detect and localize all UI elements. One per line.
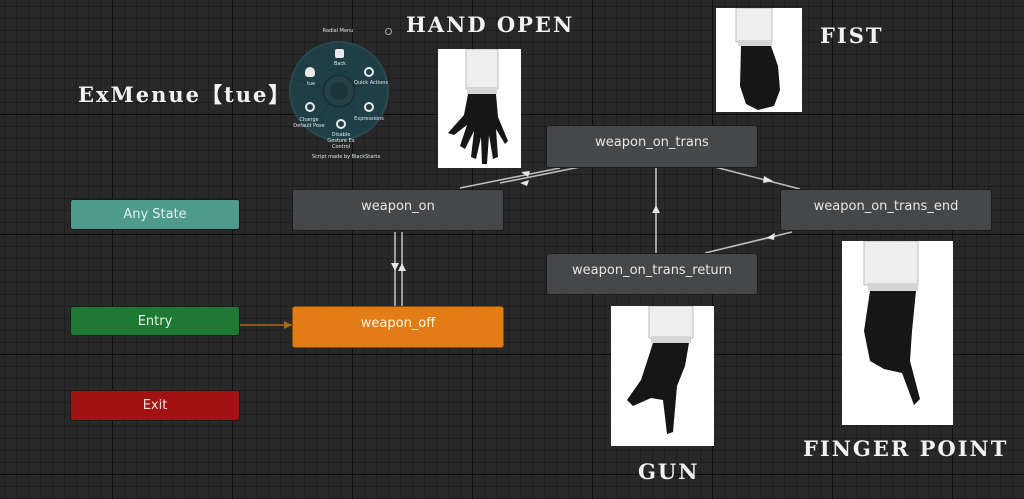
photo-gun [611, 306, 714, 446]
arrow-to-trans-2 [520, 180, 529, 186]
pose-icon [305, 102, 315, 112]
radial-wheel[interactable] [288, 40, 390, 142]
radial-item-disable-gesture[interactable]: Disable Gesture Ex Control [327, 132, 355, 150]
state-weapon-off[interactable]: weapon_off [292, 306, 504, 348]
state-exit[interactable]: Exit [70, 390, 240, 421]
arrow-down [391, 263, 399, 271]
settings-dot-icon [385, 28, 392, 35]
arrow-to-trans-1 [521, 171, 530, 177]
photo-hand-open [438, 49, 521, 168]
photo-fist [716, 8, 802, 112]
radial-item-expressions[interactable]: Expressions [354, 116, 384, 122]
fist-icon [735, 8, 780, 110]
arrow-entry [284, 321, 292, 329]
state-weapon-on-trans[interactable]: weapon_on_trans [546, 125, 758, 168]
gun-icon [627, 306, 694, 434]
state-weapon-on-trans-return[interactable]: weapon_on_trans_return [546, 253, 758, 295]
gesture-icon [336, 119, 346, 129]
wire-on-to-trans-a[interactable] [459, 167, 561, 189]
hand-open-icon [448, 49, 508, 164]
smile-icon [364, 102, 374, 112]
state-weapon-on-trans-end[interactable]: weapon_on_trans_end [780, 189, 992, 231]
state-weapon-on[interactable]: weapon_on [292, 189, 504, 231]
back-icon [335, 49, 344, 58]
label-gun: GUN [638, 459, 700, 484]
wire-on-to-trans-b[interactable] [499, 166, 581, 184]
label-finger-point: FINGER POINT [803, 436, 1009, 461]
radial-item-tue[interactable]: tue [306, 81, 316, 87]
label-fist: FIST [820, 23, 884, 48]
gear-icon [364, 67, 374, 77]
arrow-up [398, 263, 406, 271]
state-any[interactable]: Any State [70, 199, 240, 230]
wire-end-to-return[interactable] [704, 231, 793, 254]
radial-menu-title: Radial Menu [322, 28, 354, 34]
label-hand-open: HAND OPEN [406, 12, 575, 37]
label-exmenu: ExMenue【tue】 [78, 82, 292, 107]
finger-point-icon [863, 241, 920, 405]
state-entry[interactable]: Entry [70, 306, 240, 336]
radial-item-back[interactable]: Back [333, 61, 347, 67]
arrow-to-end [763, 176, 773, 183]
arrow-to-return [766, 233, 775, 240]
wire-trans-to-end[interactable] [714, 166, 801, 190]
photo-finger-point [842, 241, 953, 425]
hand-icon [305, 67, 315, 77]
radial-menu-footer: Script made by BlackStartx [312, 154, 381, 160]
radial-menu: Radial Menu Back Quick Actions tue Expre… [282, 22, 400, 168]
arrow-up-return [652, 205, 660, 213]
radial-item-change-default-pose[interactable]: Change Default Pose [293, 117, 325, 129]
radial-item-quick-actions[interactable]: Quick Actions [354, 80, 388, 86]
